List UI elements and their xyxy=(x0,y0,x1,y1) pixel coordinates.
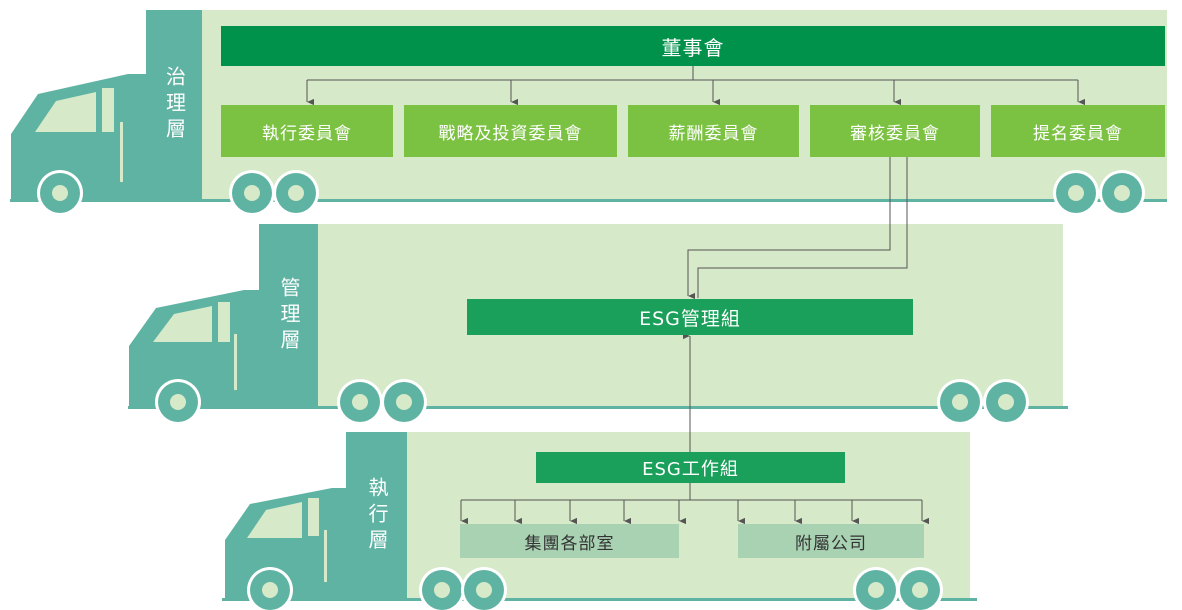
wheel-icon xyxy=(158,382,198,422)
wheel-icon xyxy=(340,382,380,422)
wheel-icon xyxy=(940,382,980,422)
management-tier-label: 管理層 xyxy=(259,224,318,408)
unit-box-subsidiaries: 附屬公司 xyxy=(738,524,924,558)
governance-baseline xyxy=(10,199,1167,202)
execution-baseline xyxy=(222,598,977,601)
committee-box-executive: 執行委員會 xyxy=(221,105,393,157)
unit-box-group-departments: 集團各部室 xyxy=(460,524,679,558)
wheel-icon xyxy=(1102,173,1142,213)
esg-working-group-box: ESG工作組 xyxy=(536,452,845,483)
governance-tier-label: 治理層 xyxy=(146,10,202,200)
management-truck-cab-icon xyxy=(129,290,260,408)
management-baseline xyxy=(128,406,1068,409)
wheel-icon xyxy=(1056,173,1096,213)
wheel-icon xyxy=(422,570,462,610)
wheel-icon xyxy=(464,570,504,610)
wheel-icon xyxy=(900,570,940,610)
execution-tier-label: 執行層 xyxy=(346,432,407,600)
committee-box-strategy-investment: 戰略及投資委員會 xyxy=(404,105,617,157)
wheel-icon xyxy=(856,570,896,610)
esg-management-group-box: ESG管理組 xyxy=(467,299,913,335)
committee-box-nomination: 提名委員會 xyxy=(991,105,1165,157)
board-of-directors-box: 董事會 xyxy=(221,26,1165,66)
wheel-icon xyxy=(384,382,424,422)
committee-box-audit: 審核委員會 xyxy=(810,105,980,157)
governance-truck-cab-icon xyxy=(11,74,146,202)
execution-truck-cab-icon xyxy=(225,488,347,600)
wheel-icon xyxy=(986,382,1026,422)
wheel-icon xyxy=(40,173,80,213)
committee-box-remuneration: 薪酬委員會 xyxy=(628,105,799,157)
wheel-icon xyxy=(232,173,272,213)
wheel-icon xyxy=(250,570,290,610)
wheel-icon xyxy=(276,173,316,213)
